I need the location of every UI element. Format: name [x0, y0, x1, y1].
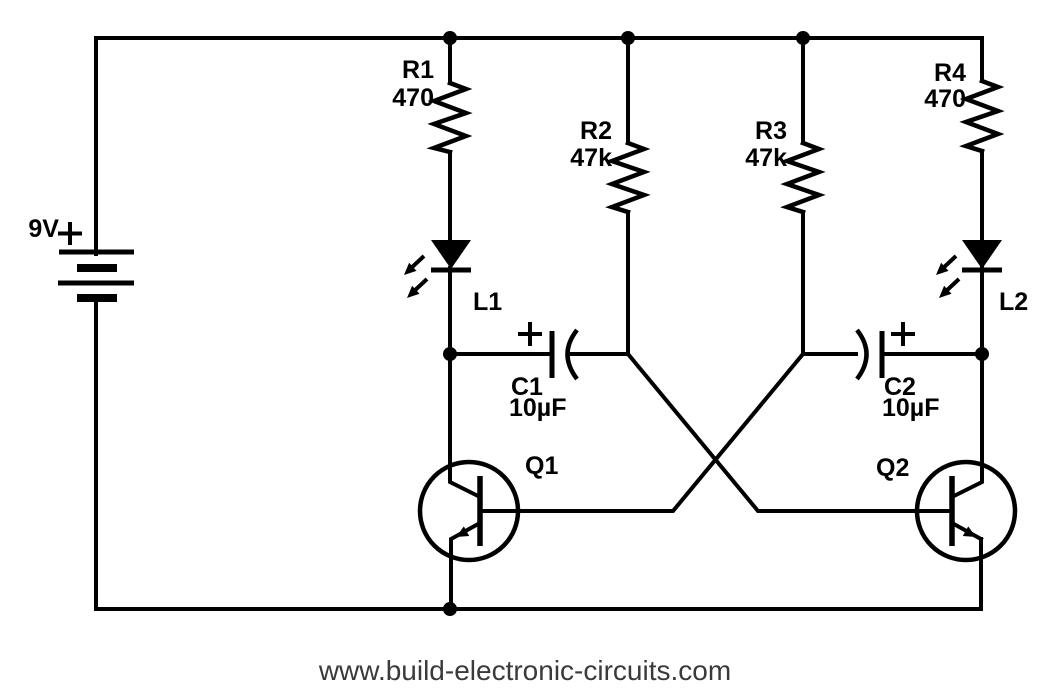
battery-voltage-label: 9V — [28, 215, 59, 243]
led-l2-ref: L2 — [999, 288, 1028, 316]
wire-bottom-rail — [94, 294, 983, 611]
resistor-r3-zigzag — [780, 140, 826, 215]
resistor-r4-ref: R4 — [934, 59, 966, 87]
resistor-r3: R3 47k — [745, 117, 826, 215]
transistor-q2-circle — [914, 459, 1018, 563]
junction-dot — [975, 347, 989, 361]
capacitor-c2: C2 10µF — [855, 322, 939, 422]
resistor-r2-ref: R2 — [580, 117, 612, 145]
capacitor-c1-plus-icon — [518, 322, 542, 346]
wire-cross-c2-to-q1-base — [478, 351, 806, 513]
resistor-r4-value: 470 — [924, 85, 966, 113]
led-l1-triangle — [431, 240, 471, 269]
led-l2: L2 — [936, 240, 1028, 316]
resistor-r2: R2 47k — [570, 117, 651, 215]
resistor-r3-ref: R3 — [755, 117, 787, 145]
led-l1-emission-arrows-icon — [404, 254, 429, 298]
resistor-r1-value: 470 — [392, 84, 434, 112]
capacitor-c2-plus-icon — [891, 322, 915, 346]
wire-cross-c1-to-q2-base — [625, 351, 954, 513]
led-l1-ref: L1 — [473, 288, 502, 316]
resistor-r4: R4 470 — [924, 59, 1005, 154]
capacitor-c1-plate-curved — [565, 328, 579, 381]
wire-led2-to-q2-collector — [949, 266, 984, 500]
battery-plus-icon — [58, 222, 82, 245]
transistor-q1-circle — [417, 459, 521, 563]
transistor-q1: Q1 — [417, 452, 558, 563]
capacitor-c1: C1 10µF — [509, 322, 579, 422]
transistor-q2-emitter-arrow-icon — [962, 526, 976, 537]
led-l1: L1 — [404, 240, 502, 316]
website-credit: www.build-electronic-circuits.com — [318, 655, 731, 686]
resistor-r1-zigzag — [426, 80, 473, 155]
wire-q1-emitter — [449, 520, 483, 611]
transistor-q2-ref: Q2 — [876, 454, 909, 482]
led-l2-triangle — [962, 240, 1002, 269]
junction-dot — [796, 31, 810, 45]
resistor-r4-zigzag — [959, 78, 1005, 154]
junction-dot — [621, 31, 635, 45]
resistor-r2-value: 47k — [570, 144, 612, 172]
junction-dot — [443, 31, 457, 45]
wire-top-rail — [94, 36, 984, 256]
transistor-q1-ref: Q1 — [525, 452, 558, 480]
capacitor-c2-value: 10µF — [882, 394, 939, 422]
resistor-r3-value: 47k — [745, 144, 787, 172]
junction-dots — [443, 31, 989, 616]
junction-dot — [443, 347, 457, 361]
transistor-q2: Q2 — [876, 454, 1018, 563]
capacitor-c2-ref: C2 — [884, 373, 916, 401]
capacitor-c2-plate-curved — [855, 328, 869, 381]
transistor-q1-emitter-arrow-icon — [456, 526, 470, 537]
resistor-r1: R1 470 — [392, 56, 473, 155]
led-l2-emission-arrows-icon — [936, 254, 961, 298]
resistor-r2-zigzag — [605, 140, 651, 215]
capacitor-c1-value: 10µF — [509, 394, 566, 422]
resistor-r1-ref: R1 — [402, 56, 434, 84]
wires — [94, 36, 984, 611]
capacitor-c1-ref: C1 — [511, 373, 543, 401]
wire-led1-to-q1-collector — [448, 266, 483, 500]
junction-dot — [443, 602, 457, 616]
battery-9v: 9V — [28, 215, 134, 302]
